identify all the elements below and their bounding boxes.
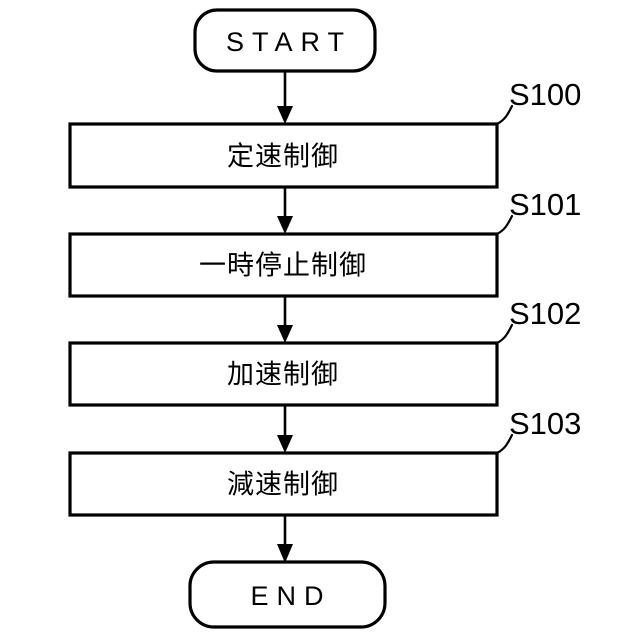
end-label: END — [250, 581, 331, 611]
step-callout-s101: S101 — [495, 187, 581, 236]
node-s100[interactable]: 定速制御 — [68, 122, 499, 189]
arrow-head-icon — [277, 106, 293, 124]
step-callout-s103: S103 — [495, 406, 581, 455]
connector-s100-to-s101 — [277, 187, 293, 234]
s100-step-label: S100 — [509, 77, 581, 112]
s101-leader-line — [495, 214, 514, 236]
s102-step-label: S102 — [509, 296, 581, 331]
connector-s101-to-s102 — [277, 296, 293, 343]
s100-label: 定速制御 — [227, 142, 339, 173]
s101-process-shape — [68, 232, 499, 298]
s102-label: 加速制御 — [227, 360, 339, 391]
s101-label: 一時停止制御 — [199, 251, 367, 282]
connector-s102-to-s103 — [277, 405, 293, 453]
s103-leader-line — [495, 433, 514, 455]
arrow-head-icon — [277, 544, 293, 563]
arrow-head-icon — [277, 325, 293, 343]
s102-process-shape — [68, 341, 499, 407]
s100-leader-line — [495, 104, 514, 126]
arrow-head-icon — [277, 435, 293, 453]
node-s101[interactable]: 一時停止制御 — [68, 232, 499, 298]
s100-process-shape — [68, 122, 499, 189]
node-end[interactable]: END — [188, 560, 387, 629]
end-terminal-shape — [188, 560, 387, 629]
arrow-head-icon — [277, 216, 293, 234]
start-label: START — [226, 27, 352, 57]
connector-start-to-s100 — [277, 71, 293, 124]
step-callout-s100: S100 — [495, 77, 581, 126]
step-callout-s102: S102 — [495, 296, 581, 345]
s103-step-label: S103 — [509, 406, 581, 441]
s103-process-shape — [68, 451, 499, 517]
s103-label: 減速制御 — [227, 470, 339, 501]
s101-step-label: S101 — [509, 187, 581, 222]
node-start[interactable]: START — [193, 8, 377, 73]
connector-s103-to-end — [277, 515, 293, 563]
node-s102[interactable]: 加速制御 — [68, 341, 499, 407]
s102-leader-line — [495, 323, 514, 345]
node-s103[interactable]: 減速制御 — [68, 451, 499, 517]
